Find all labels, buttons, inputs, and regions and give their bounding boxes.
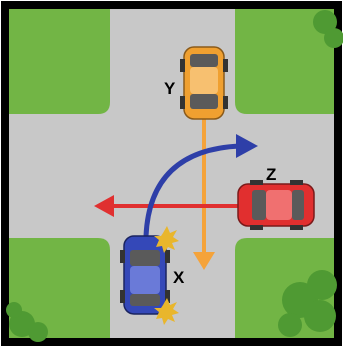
grass-bottom-left [9,238,110,338]
turn-signal-icon [154,298,179,325]
car-z-label: Z [266,165,276,184]
car-x-path-arrow [143,134,258,237]
grass-top-right [235,9,334,114]
blue-car-icon [120,235,170,315]
turn-signal-icon [154,226,179,253]
grass-top-left [9,9,110,114]
car-y-label: Y [164,79,176,98]
car-z-path-arrow [94,195,238,217]
bush-icon [278,270,337,337]
car-y-path-arrow [193,118,215,270]
car-x-label: X [173,268,185,287]
bush-icon [313,10,343,48]
orange-car-icon [180,46,228,120]
red-car-icon [237,180,315,230]
bush-icon [6,302,48,342]
